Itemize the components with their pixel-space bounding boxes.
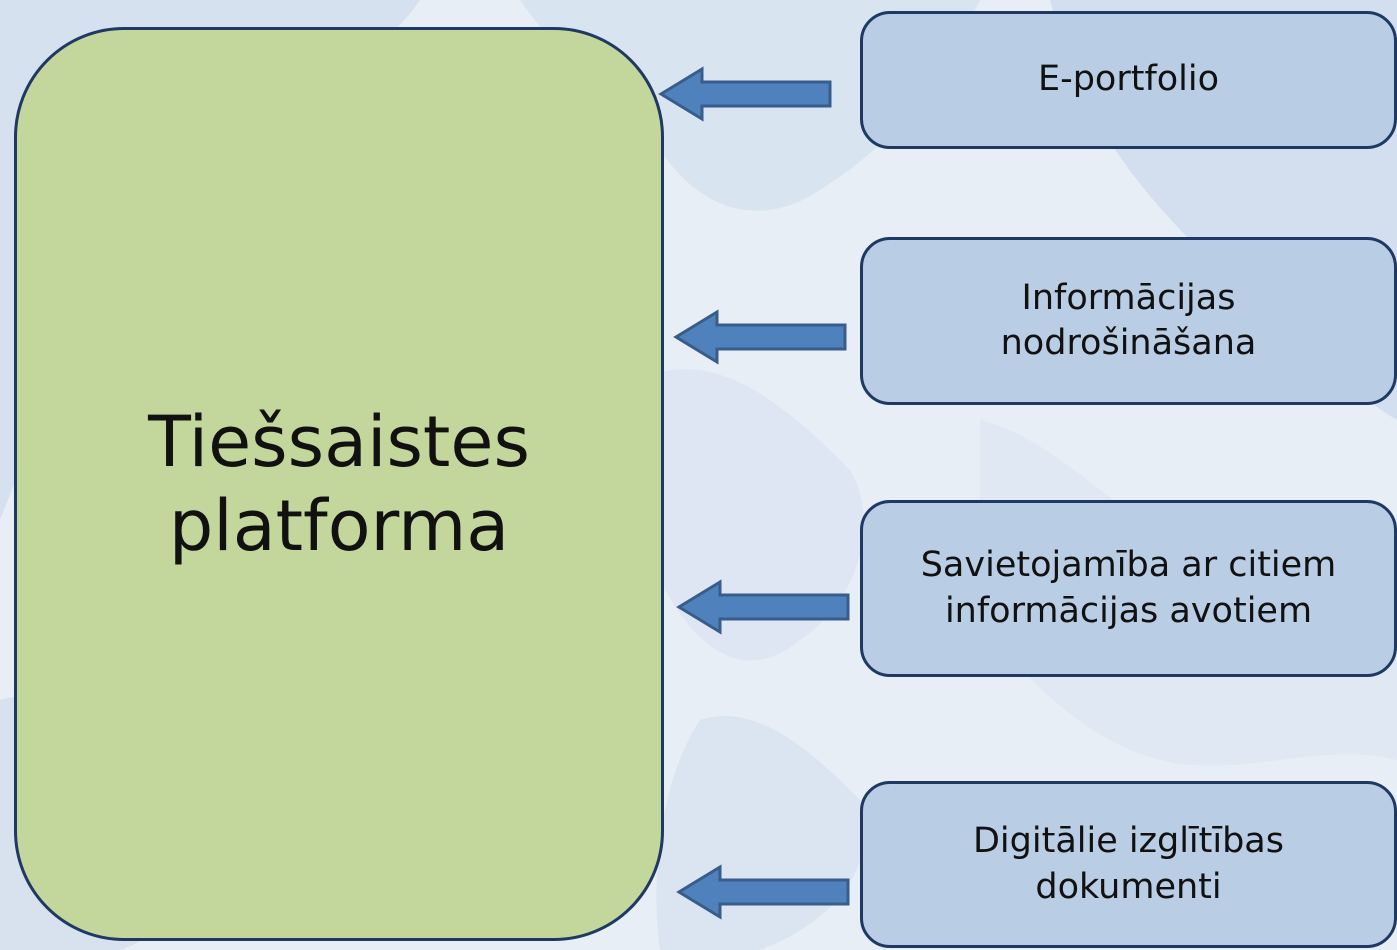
arrow-left-icon: [676, 864, 850, 920]
arrow-left-icon: [673, 309, 847, 365]
digital-documents-box: Digitālie izglītības dokumenti: [860, 781, 1397, 948]
information-provision-box: Informācijas nodrošināšana: [860, 237, 1397, 405]
online-platform-box: Tiešsaistes platforma: [14, 27, 664, 941]
arrow-left-icon: [676, 579, 850, 635]
interoperability-box: Savietojamība ar citiem informācijas avo…: [860, 500, 1397, 677]
platform-title: Tiešsaistes platforma: [148, 401, 530, 567]
eportfolio-box: E-portfolio: [860, 11, 1397, 149]
arrow-left-icon: [658, 66, 832, 122]
